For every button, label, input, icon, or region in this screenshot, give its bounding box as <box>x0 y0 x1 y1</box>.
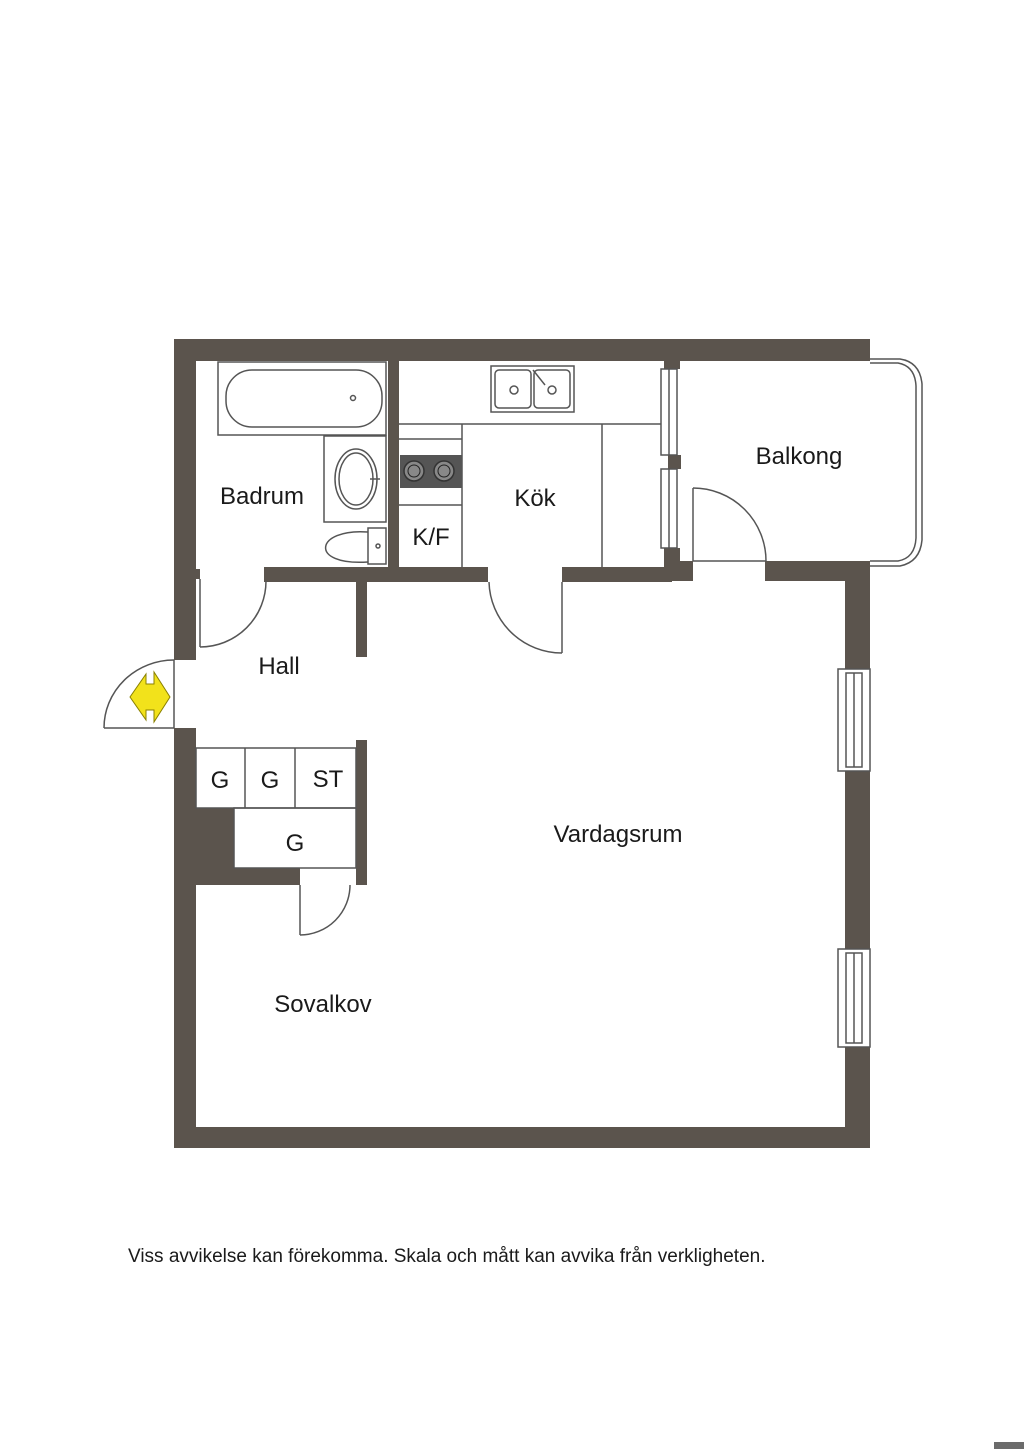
room-label-kok: Kök <box>514 485 556 512</box>
closet-label-st: ST <box>313 766 344 793</box>
window-kitchen <box>660 368 678 549</box>
stove <box>400 455 462 488</box>
kitchen-counter <box>399 423 664 567</box>
room-label-hall: Hall <box>258 653 299 680</box>
window-living-lower <box>837 948 871 1048</box>
balcony-outline <box>870 358 923 567</box>
closet-label-g3: G <box>286 830 305 857</box>
bathtub <box>217 361 387 436</box>
closets <box>195 747 357 869</box>
door-entrance <box>103 659 175 729</box>
door-balcony <box>692 487 767 562</box>
room-label-kf: K/F <box>412 524 449 551</box>
door-kitchen <box>488 581 563 654</box>
room-label-badrum: Badrum <box>220 483 304 510</box>
sink <box>490 365 575 413</box>
door-closet <box>299 884 351 936</box>
closet-label-g2: G <box>261 767 280 794</box>
toilet <box>324 527 387 565</box>
window-living-upper <box>837 668 871 772</box>
disclaimer-text: Viss avvikelse kan förekomma. Skala och … <box>128 1246 766 1267</box>
walls <box>174 339 870 1148</box>
washbasin <box>323 435 387 523</box>
door-bathroom <box>199 579 267 648</box>
room-label-sovalkov: Sovalkov <box>274 991 371 1018</box>
corner-mark <box>994 1442 1024 1449</box>
room-label-vardagsrum: Vardagsrum <box>554 821 683 848</box>
entrance-arrow-icon <box>129 670 171 724</box>
room-label-balkong: Balkong <box>756 443 843 470</box>
closet-label-g1: G <box>211 767 230 794</box>
